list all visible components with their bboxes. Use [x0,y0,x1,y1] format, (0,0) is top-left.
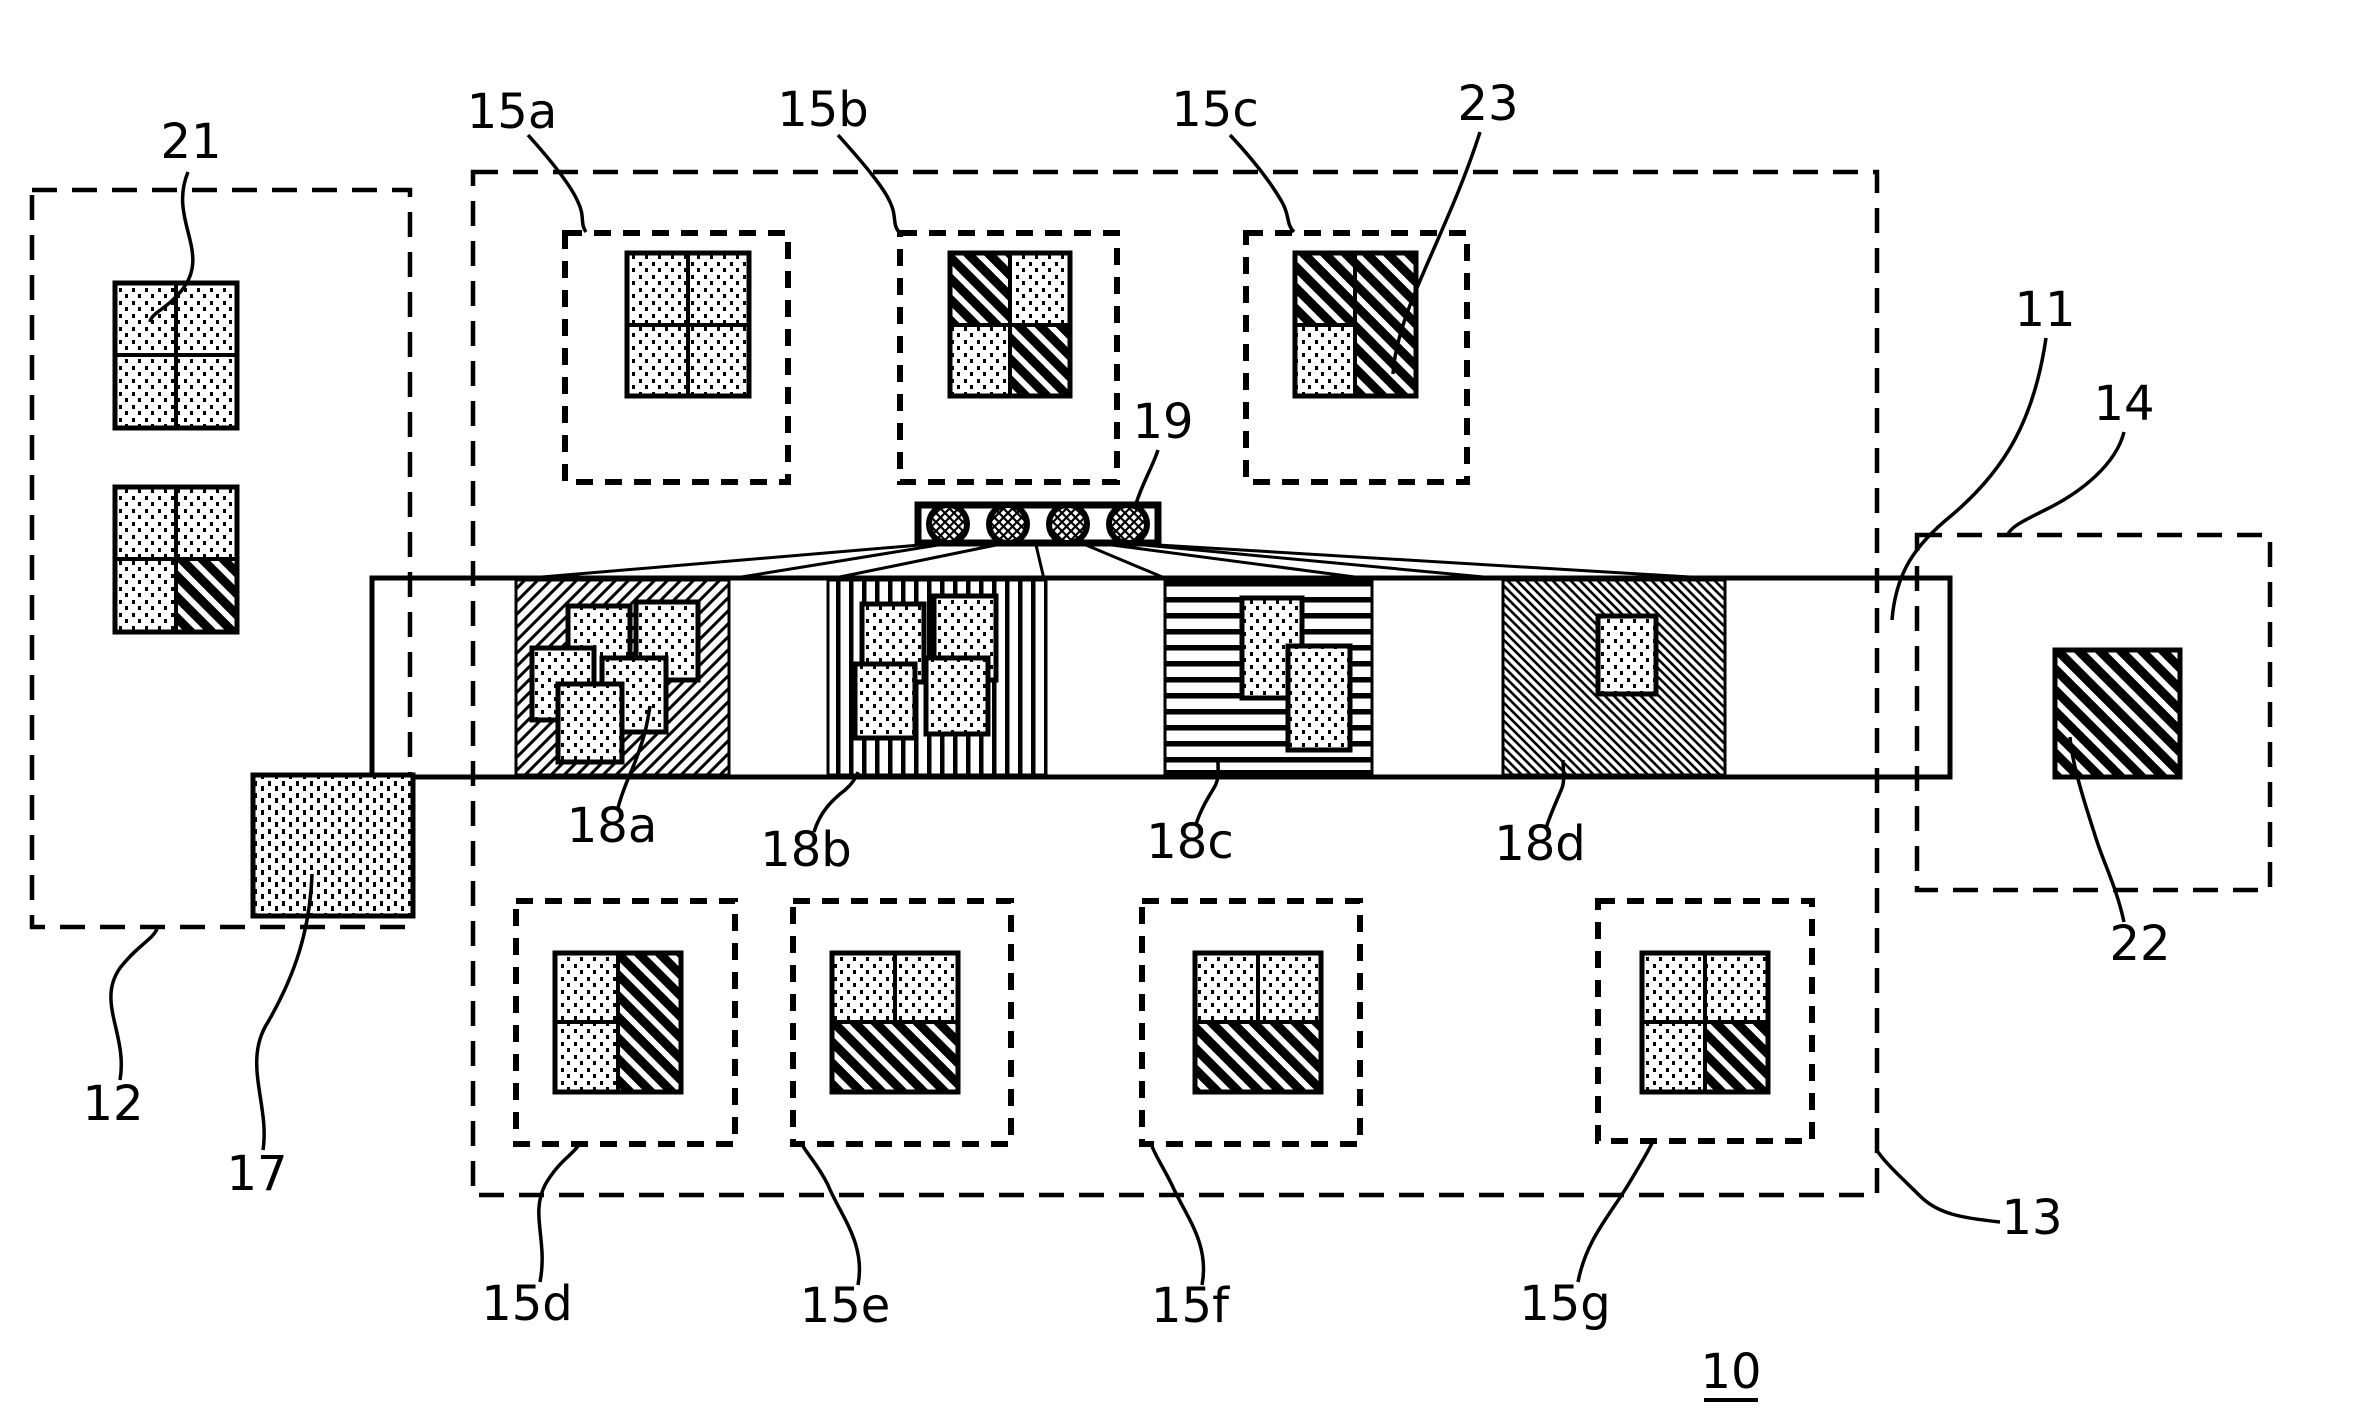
exposed-cell [950,253,1010,325]
enclosure-12 [29,187,413,930]
square-15a [624,250,752,399]
label-21: 21 [160,114,221,170]
leader-18d [1544,759,1566,829]
leader-15b [836,133,901,234]
label-15b: 15b [777,82,869,138]
band-section-18d [1501,578,1727,777]
square-15b [947,250,1073,399]
leader-18a [616,705,652,809]
outline [1192,950,1324,1095]
label-12: 12 [82,1076,143,1132]
fan-line [1085,543,1168,581]
leader-11 [1890,337,2048,621]
leader-19 [1134,449,1160,505]
square-15g [1639,950,1771,1095]
leader-18b [812,771,860,833]
leader-15g [1576,1142,1654,1283]
dotted-chip [555,681,625,765]
exposed-cell [1195,1022,1321,1092]
fan-line [829,543,997,581]
label-14: 14 [2093,376,2154,432]
dotted-chip [852,661,918,741]
fan-line [1111,543,1371,581]
leader-21 [148,171,195,323]
square-21a [112,280,240,431]
exposure-fan-lines [517,543,1724,581]
outline [829,950,961,1095]
label-19: 19 [1132,394,1193,450]
leader-17 [254,873,314,1151]
label-18d: 18d [1494,816,1586,872]
cell-box-15g [1595,898,1815,1144]
exposed-cell [176,559,237,632]
band-section-18a [514,578,731,777]
dotted-cell [1293,323,1357,398]
label-18a: 18a [567,798,658,854]
square-21b [112,484,240,635]
leader-22 [2068,736,2126,923]
fan-line [517,543,921,581]
label-15g: 15g [1519,1276,1611,1332]
label-15d: 15d [481,1276,573,1332]
label-23: 23 [1457,76,1518,132]
outline [552,950,684,1095]
leader-15a [526,133,588,234]
leader-15c [1228,133,1296,234]
leader-13 [1876,1150,2001,1224]
label-18b: 18b [760,822,852,878]
dotted-chip [1595,613,1659,697]
leader-18c [1194,761,1220,825]
fan-line [1034,544,1046,580]
lens-circle-icon [926,502,970,546]
label-15c: 15c [1171,82,1258,138]
band-section-18c [1163,578,1374,777]
leader-15e [801,1145,862,1286]
label-15e: 15e [800,1278,891,1334]
outline [947,250,1073,399]
lens-circle-icon [1046,502,1090,546]
lens-circle-icon [986,502,1030,546]
fan-line [1143,543,1506,581]
leader-14 [2006,431,2126,535]
lens-row-19 [914,501,1162,547]
label-17: 17 [226,1146,287,1202]
leader-15d [537,1144,580,1283]
label-11: 11 [2014,282,2075,338]
label-15a: 15a [467,84,558,140]
enclosure-14 [1914,532,2273,893]
leader-12 [109,928,159,1081]
outline [112,484,240,635]
square-22 [2052,647,2183,780]
label-22: 22 [2109,916,2170,972]
square-15d [552,950,684,1095]
section-18c-base [1165,770,1372,777]
exposed-cell [1010,325,1070,396]
square-15f [1192,950,1324,1095]
outline [1292,250,1419,399]
leader-lines [109,131,2126,1286]
reference-labels: 21 15a 15b 15c 23 19 11 14 12 17 18a 18b… [82,76,2170,1400]
square-15e [829,950,961,1095]
outline [1639,950,1771,1095]
figure-number-label: 10 [1700,1344,1761,1400]
fan-line [728,543,939,581]
leader-23 [1391,131,1482,375]
dotted-chip [923,655,991,737]
dotted-chip [1285,643,1353,753]
exposed-cell [1705,1022,1768,1092]
square-17 [250,772,416,919]
label-15f: 15f [1151,1278,1230,1334]
band-section-18b [826,578,1048,777]
lens-circle-icon [1106,502,1150,546]
cell-box-15a [562,230,791,485]
square-15c [1292,250,1419,399]
exposed-cell [618,953,681,1092]
cell-box-15c [1243,230,1470,485]
fan-line [1157,543,1724,581]
label-13: 13 [2001,1190,2062,1246]
exposed-cell [832,1022,958,1092]
leader-15f [1150,1145,1206,1286]
label-18c: 18c [1146,814,1233,870]
